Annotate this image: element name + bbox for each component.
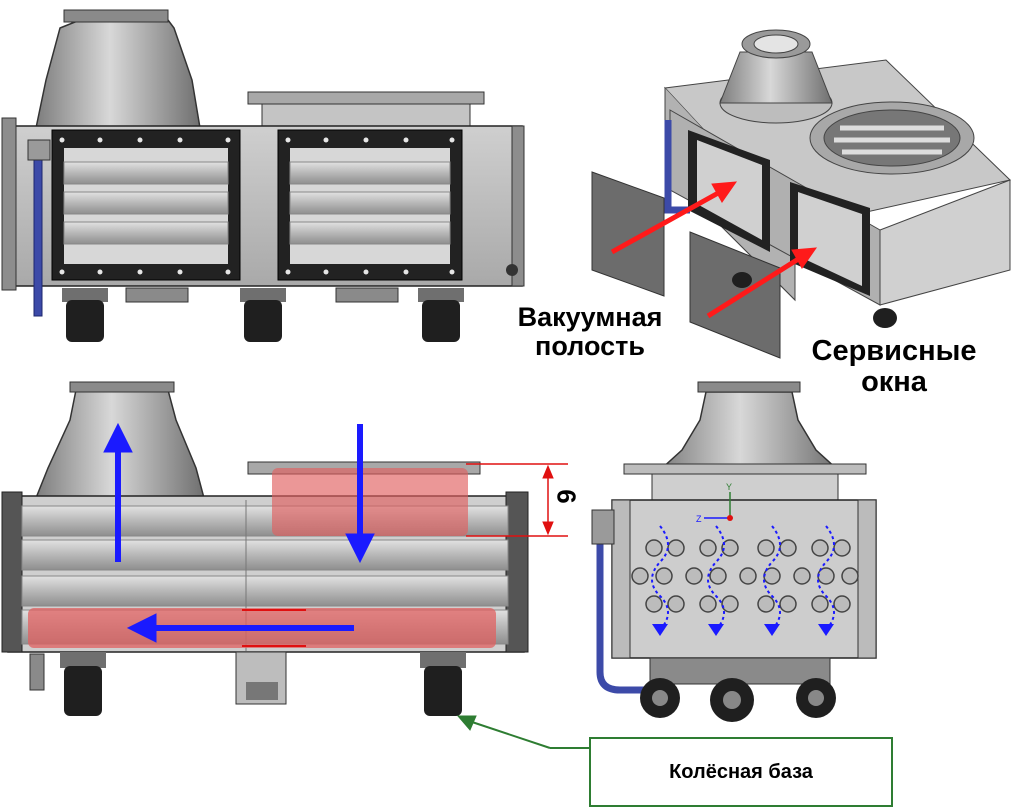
wheel-base-leader bbox=[456, 715, 589, 749]
tube-array bbox=[631, 539, 859, 613]
wheels-front bbox=[62, 288, 464, 342]
removed-panel-1 bbox=[591, 171, 665, 297]
front-view bbox=[1, 9, 525, 342]
pointer-arrows bbox=[610, 181, 818, 319]
axis-y-label: Y bbox=[726, 482, 732, 492]
inlet-flange bbox=[247, 91, 485, 105]
dotted-flow bbox=[651, 525, 835, 631]
wheel-base-label: Колёсная база bbox=[669, 760, 813, 783]
side-view: Y Z bbox=[591, 381, 877, 722]
axis-z-label: Z bbox=[696, 514, 702, 524]
dimension-lines bbox=[466, 463, 568, 537]
outlet-cone bbox=[35, 19, 201, 129]
dimension-value: 6 bbox=[551, 489, 582, 504]
wheels-side bbox=[640, 678, 836, 722]
axes-triad: Y Z bbox=[696, 482, 733, 524]
hot-zone-top bbox=[272, 468, 468, 536]
flow-arrows bbox=[103, 422, 375, 643]
wheel-base-box: Колёсная база bbox=[589, 737, 893, 807]
removed-panel-2 bbox=[689, 231, 781, 359]
wheels-section bbox=[60, 652, 466, 716]
isometric-view bbox=[591, 29, 1012, 359]
section-view bbox=[1, 381, 589, 749]
